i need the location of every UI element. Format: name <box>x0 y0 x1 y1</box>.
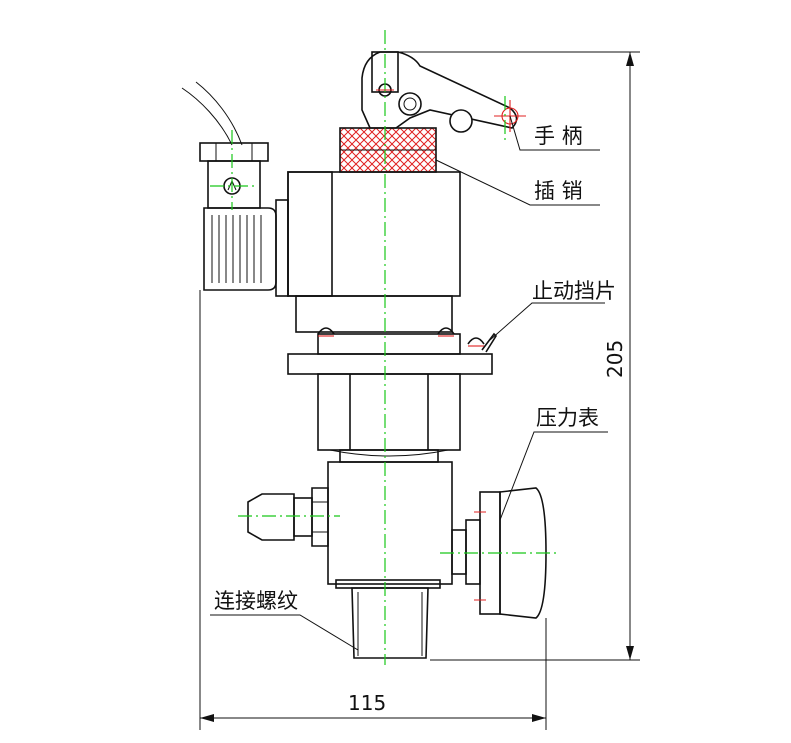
centerlines <box>210 30 556 665</box>
label-handle: 手 柄 <box>534 124 583 148</box>
mounting-plate <box>287 327 498 375</box>
height-dimension: 205 <box>398 51 640 661</box>
inlet-fitting <box>247 487 329 547</box>
connecting-thread <box>351 587 429 659</box>
label-pin: 插 销 <box>534 179 583 203</box>
coil-housing <box>287 171 461 333</box>
leader-lines <box>210 115 608 651</box>
cable-wires <box>181 81 243 146</box>
width-dimension: 115 <box>199 290 547 730</box>
handle-lever <box>361 51 526 133</box>
electrical-connector <box>203 199 289 297</box>
label-stop-plate: 止动挡片 <box>532 279 616 303</box>
label-pressure-gauge: 压力表 <box>536 406 599 430</box>
label-thread: 连接螺纹 <box>214 589 298 613</box>
lower-body <box>327 461 453 589</box>
dimension-width-text: 115 <box>348 691 386 715</box>
hex-body <box>317 373 461 463</box>
dimension-height-text: 205 <box>603 340 627 378</box>
knurled-cap <box>339 127 437 173</box>
center-marks <box>318 89 484 347</box>
cable-gland <box>199 142 269 209</box>
